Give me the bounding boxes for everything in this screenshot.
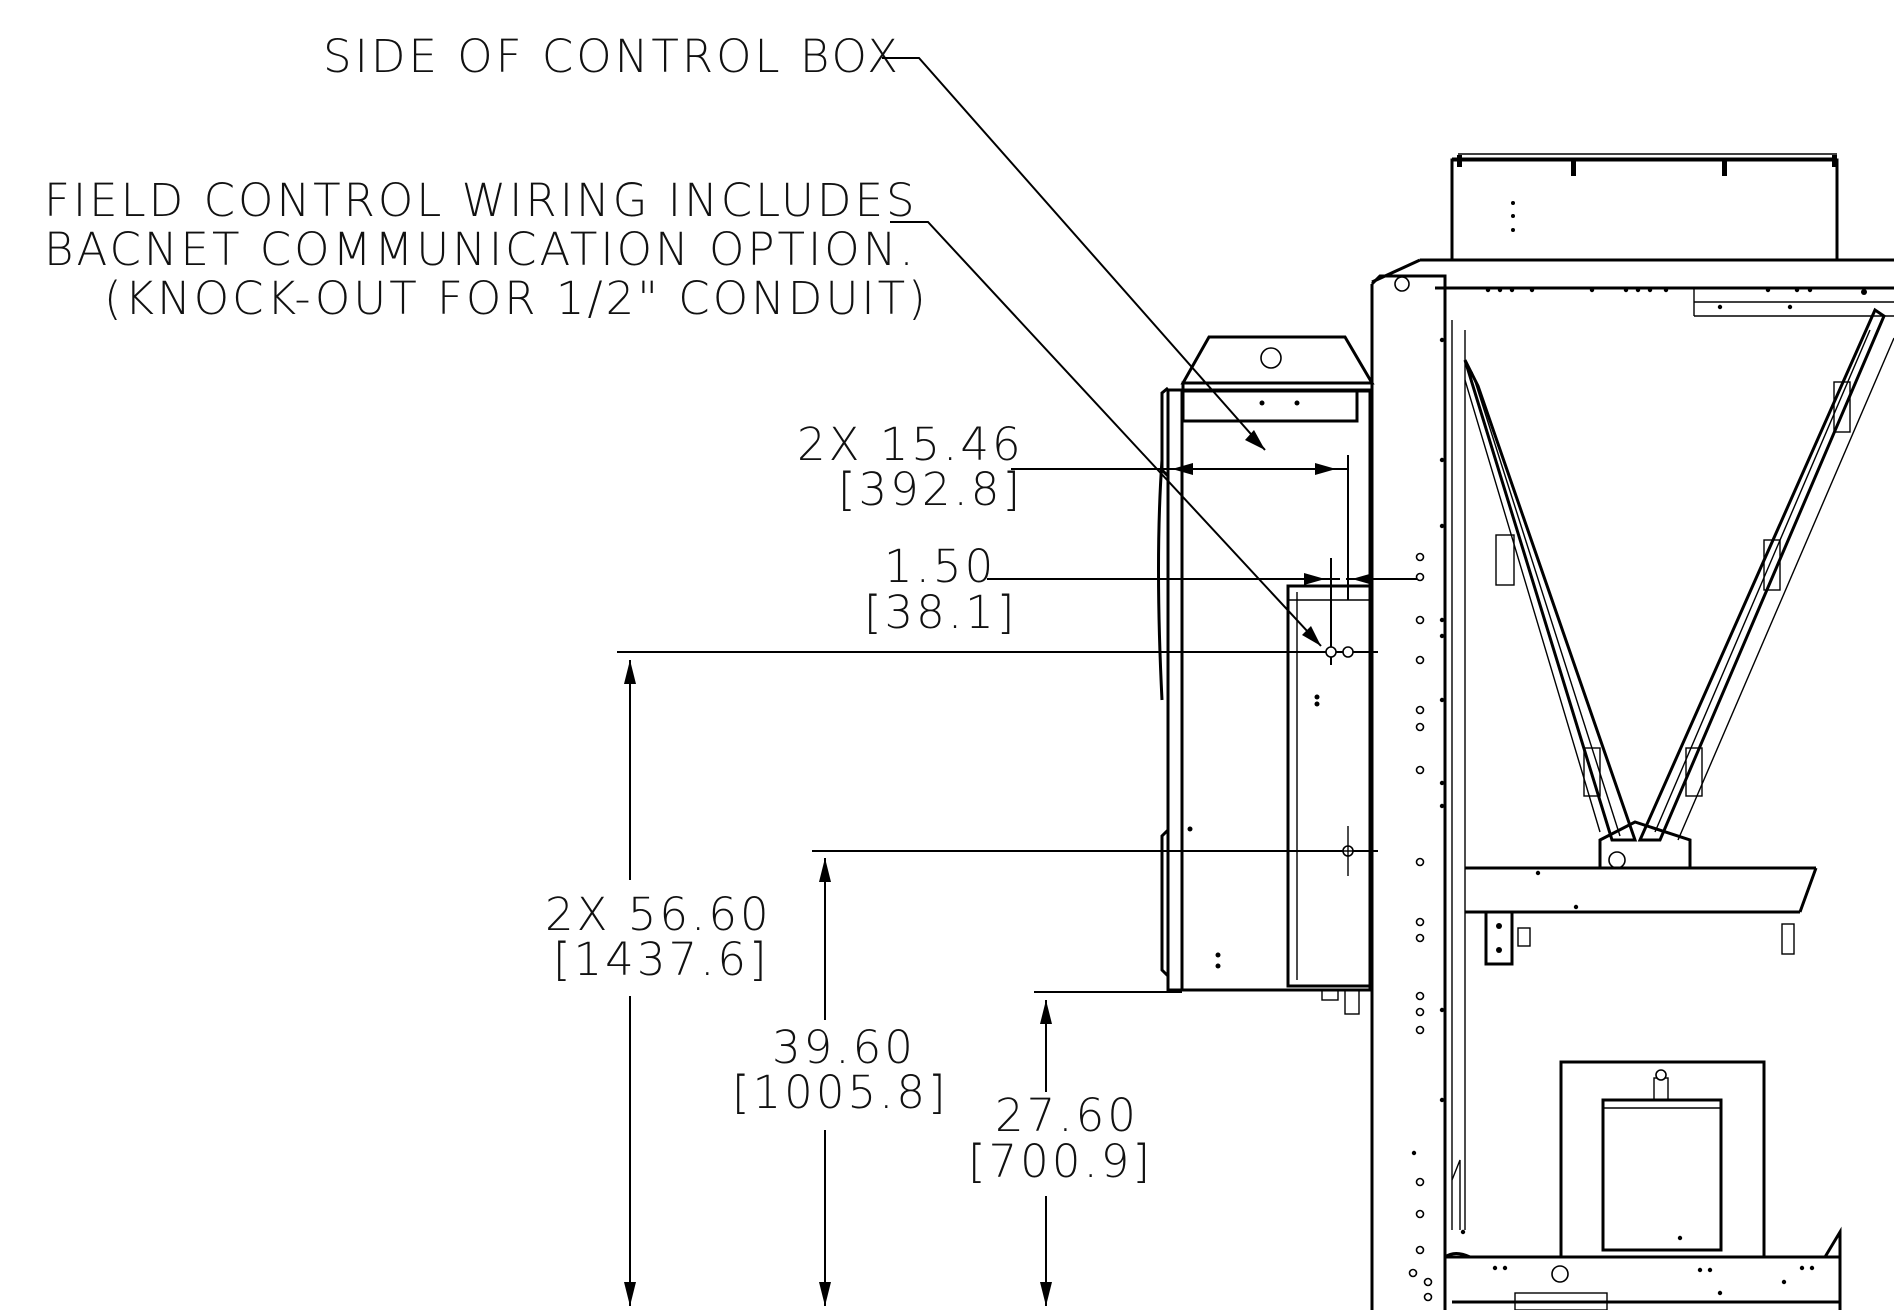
dim-height-top-inch: 2X 56.60 [545, 888, 772, 941]
dim-width-mm: [392.8] [838, 463, 1023, 516]
note-field-wiring-line1: FIELD CONTROL WIRING INCLUDES [44, 174, 918, 227]
note-control-box-side: SIDE OF CONTROL BOX [323, 30, 901, 83]
dim-height-low-mm: [700.9] [968, 1135, 1153, 1188]
unit-frame [1370, 153, 1894, 1310]
leader-field-wiring [890, 221, 1322, 647]
dim-offset-inch: 1.50 [884, 540, 996, 593]
dim-height-top-mm: [1437.6] [553, 933, 770, 986]
dimline-height-low [1034, 991, 1182, 1306]
dim-height-mid-inch: 39.60 [772, 1021, 916, 1074]
post-holes [1408, 552, 1433, 1302]
control-box [1157, 335, 1375, 1015]
dim-height-low-inch: 27.60 [995, 1089, 1139, 1142]
dimline-height-mid [812, 850, 1378, 1306]
dim-height-mid-mm: [1005.8] [732, 1066, 949, 1119]
post-dots [1411, 287, 1867, 1296]
dim-offset-mm: [38.1] [864, 586, 1017, 639]
dim-width-inch: 2X 15.46 [797, 418, 1024, 471]
note-field-wiring-line2: BACNET COMMUNICATION OPTION. [44, 223, 917, 276]
dimline-offset [987, 558, 1422, 665]
note-field-wiring-line3: (KNOCK-OUT FOR 1/2" CONDUIT) [104, 272, 929, 325]
leader-control-box [882, 57, 1266, 451]
dimline-height-top [617, 651, 1378, 1306]
